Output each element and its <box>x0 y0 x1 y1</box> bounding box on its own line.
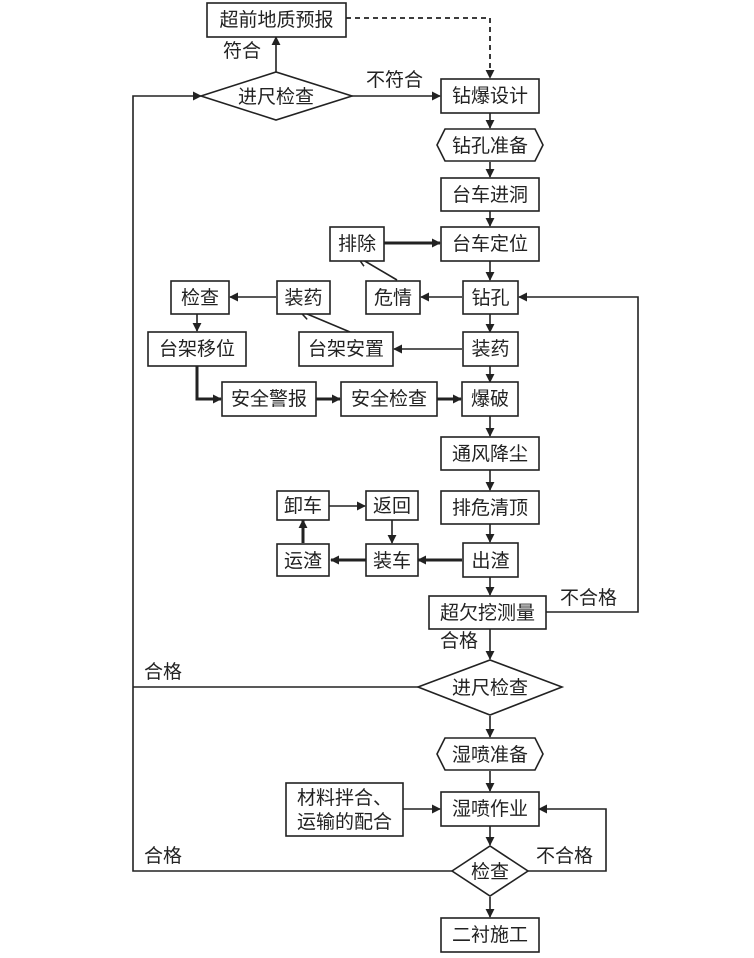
node-footage-check-2: 进尺检查 <box>415 659 565 716</box>
node-footage-check-1: 进尺检查 <box>198 71 355 121</box>
svg-text:运渣: 运渣 <box>284 550 322 572</box>
svg-text:装药: 装药 <box>471 338 509 360</box>
node-return: 返回 <box>365 490 419 521</box>
connectors <box>132 17 639 918</box>
svg-text:通风降尘: 通风降尘 <box>452 443 528 465</box>
svg-text:检查: 检查 <box>471 861 509 883</box>
node-safety-alarm: 安全警报 <box>221 381 317 417</box>
node-rack-move: 台架移位 <box>147 331 247 367</box>
node-blasting: 爆破 <box>461 381 519 417</box>
node-jumbo-position: 台车定位 <box>440 226 540 262</box>
node-material-mix: 材料拌合、 运输的配合 <box>285 782 404 837</box>
svg-text:二衬施工: 二衬施工 <box>452 924 528 946</box>
svg-text:出渣: 出渣 <box>471 550 509 572</box>
label-qualified-1: 合格 <box>440 630 478 652</box>
node-jumbo-enter: 台车进洞 <box>440 177 540 212</box>
svg-text:返回: 返回 <box>373 495 411 517</box>
svg-text:进尺检查: 进尺检查 <box>238 86 314 108</box>
svg-text:台架移位: 台架移位 <box>159 338 235 360</box>
svg-text:安全检查: 安全检查 <box>351 388 427 410</box>
svg-text:超欠挖测量: 超欠挖测量 <box>440 602 535 624</box>
svg-text:超前地质预报: 超前地质预报 <box>219 9 333 31</box>
edge-rackmove-to-alarm <box>195 366 222 404</box>
label-unqualified-1: 不合格 <box>560 587 617 609</box>
node-secondary-lining: 二衬施工 <box>440 917 540 953</box>
svg-text:钻爆设计: 钻爆设计 <box>452 85 528 107</box>
svg-text:钻孔: 钻孔 <box>471 287 509 309</box>
node-advance-geo-forecast: 超前地质预报 <box>206 2 347 38</box>
node-hazard: 危情 <box>365 280 421 315</box>
svg-text:台车进洞: 台车进洞 <box>452 184 528 206</box>
svg-text:台车定位: 台车定位 <box>452 233 528 255</box>
edge-forecast-to-design <box>346 17 495 79</box>
label-conform: 符合 <box>223 40 261 62</box>
edge-survey-unqualified-loop <box>518 292 639 613</box>
node-haul: 运渣 <box>276 543 330 577</box>
svg-text:排除: 排除 <box>338 233 376 255</box>
svg-text:危情: 危情 <box>374 287 412 309</box>
node-drill-prep: 钻孔准备 <box>436 128 544 162</box>
svg-text:卸车: 卸车 <box>284 495 322 517</box>
node-wet-spray-work: 湿喷作业 <box>440 791 540 827</box>
node-wet-spray-prep: 湿喷准备 <box>436 737 544 771</box>
edge-check-qualified-loop <box>132 91 452 872</box>
svg-text:湿喷准备: 湿喷准备 <box>452 744 528 766</box>
node-charging: 装药 <box>462 331 519 367</box>
svg-text:进尺检查: 进尺检查 <box>452 677 528 699</box>
node-blast-design: 钻爆设计 <box>440 78 540 114</box>
svg-text:台架安置: 台架安置 <box>308 338 384 360</box>
svg-text:钻孔准备: 钻孔准备 <box>452 135 528 157</box>
svg-text:安全警报: 安全警报 <box>231 388 307 410</box>
node-charge-left: 装药 <box>276 280 331 315</box>
svg-text:湿喷作业: 湿喷作业 <box>452 798 528 820</box>
node-check: 检查 <box>450 845 530 897</box>
node-mucking: 出渣 <box>462 542 519 578</box>
node-loading: 装车 <box>365 543 419 577</box>
svg-text:检查: 检查 <box>181 287 219 309</box>
label-unqualified-2: 不合格 <box>536 845 593 867</box>
node-scaling: 排危清顶 <box>440 490 540 525</box>
node-safety-check: 安全检查 <box>340 381 438 417</box>
node-rack-setup: 台架安置 <box>298 331 394 367</box>
svg-text:运输的配合: 运输的配合 <box>297 811 392 833</box>
label-qualified-2: 合格 <box>144 661 182 683</box>
node-remove: 排除 <box>329 226 385 262</box>
label-not-conform: 不符合 <box>366 69 423 91</box>
svg-text:爆破: 爆破 <box>471 388 509 410</box>
svg-text:排危清顶: 排危清顶 <box>452 497 528 519</box>
node-over-under-survey: 超欠挖测量 <box>428 595 547 630</box>
node-inspect: 检查 <box>170 280 230 315</box>
svg-text:装药: 装药 <box>284 287 322 309</box>
node-unload: 卸车 <box>276 490 330 521</box>
svg-text:材料拌合、: 材料拌合、 <box>297 787 392 809</box>
node-ventilation: 通风降尘 <box>440 436 540 471</box>
edge-check-unqualified-loop <box>528 804 607 872</box>
svg-text:装车: 装车 <box>373 550 411 572</box>
node-drilling: 钻孔 <box>462 280 519 315</box>
label-qualified-3: 合格 <box>144 845 182 867</box>
